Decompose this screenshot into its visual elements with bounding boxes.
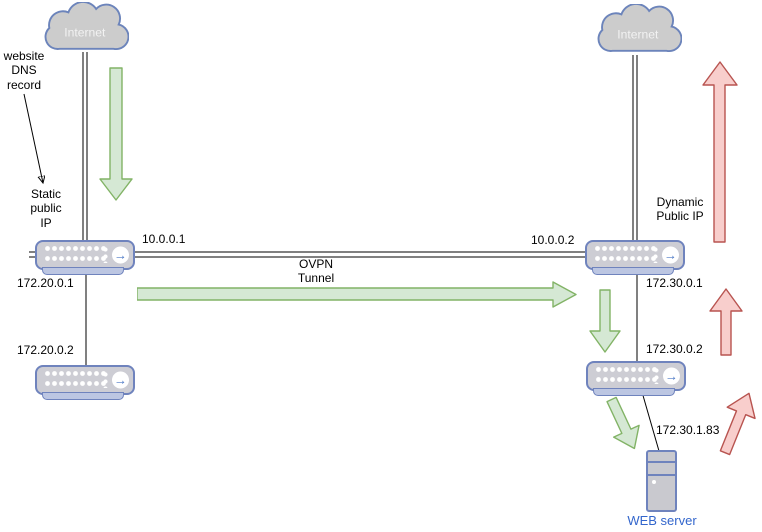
ip-left-switch: 172.20.0.2	[17, 343, 74, 357]
link-switch-server	[641, 391, 660, 452]
router-ports	[595, 246, 657, 264]
router-base	[593, 388, 675, 396]
web-server	[646, 450, 677, 512]
left-router	[35, 240, 135, 275]
forward-arrow-icon	[663, 367, 680, 385]
router-base	[592, 267, 674, 275]
tunnel-flow-arrow	[137, 281, 577, 308]
web-server-label: WEB server	[627, 513, 697, 528]
left-switch	[35, 365, 135, 400]
download-flow-arrow-left	[99, 67, 133, 201]
router-leds	[103, 247, 108, 263]
ip-web-server: 172.30.1.83	[656, 423, 720, 437]
forward-arrow-icon	[112, 246, 129, 264]
upload-flow-arrow-right-mid	[709, 288, 743, 356]
static-ip-label: Static public IP	[30, 187, 62, 230]
router-leds	[654, 368, 659, 384]
upload-flow-arrow-from-server	[719, 392, 756, 456]
forward-arrow-icon	[662, 246, 679, 264]
router-base	[42, 267, 124, 275]
cloud-shape	[597, 4, 682, 53]
router-ports	[45, 371, 107, 389]
router-ports	[45, 246, 107, 264]
right-router	[585, 240, 685, 275]
cloud-shape	[44, 2, 129, 51]
upload-flow-arrow-right-top	[702, 61, 738, 243]
download-flow-arrow-to-server	[606, 396, 640, 450]
cloud-label: Internet	[64, 26, 106, 40]
tunnel-label: OVPN Tunnel	[297, 257, 335, 286]
router-ports	[596, 367, 658, 385]
server-panel-divider	[648, 461, 675, 463]
internet-cloud-right: Internet	[597, 4, 682, 53]
download-flow-arrow-right	[589, 289, 621, 353]
cloud-label: Internet	[617, 28, 659, 42]
right-switch	[586, 361, 686, 396]
ip-left-wan: 10.0.0.1	[142, 232, 186, 246]
router-leds	[103, 372, 108, 388]
dns-note-label: website DNS record	[3, 49, 45, 92]
forward-arrow-icon	[112, 371, 129, 389]
server-panel-divider	[648, 474, 675, 476]
dns-note-arrow	[23, 93, 43, 183]
ip-right-wan: 10.0.0.2	[531, 233, 575, 247]
server-power-led	[652, 480, 656, 484]
router-leds	[653, 247, 658, 263]
ip-right-router-lan: 172.30.0.1	[646, 276, 703, 290]
internet-cloud-left: Internet	[44, 2, 129, 51]
ip-right-switch: 172.30.0.2	[646, 342, 703, 356]
dynamic-ip-label: Dynamic Public IP	[656, 195, 704, 224]
router-base	[42, 392, 124, 400]
ip-left-router-lan: 172.20.0.1	[17, 276, 74, 290]
